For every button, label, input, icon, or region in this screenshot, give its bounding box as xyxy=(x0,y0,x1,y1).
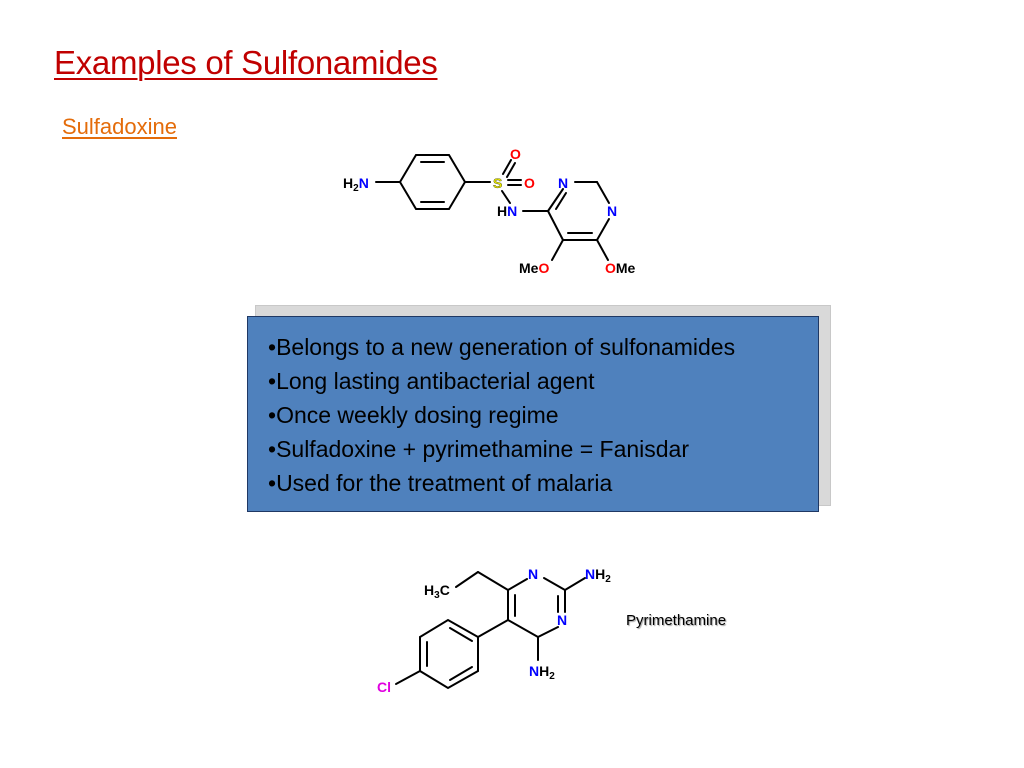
bullet-list: Belongs to a new generation of sulfonami… xyxy=(268,330,818,500)
sulfur-atom: S xyxy=(493,175,502,191)
slide-subtitle: Sulfadoxine xyxy=(62,114,177,139)
pyrimidine-n1: N xyxy=(558,175,568,191)
pyrimidine-n3: N xyxy=(607,203,617,219)
methoxy-right-label: OMe xyxy=(605,260,636,276)
bullet-item: Used for the treatment of malaria xyxy=(268,466,818,500)
bullet-item: Once weekly dosing regime xyxy=(268,398,818,432)
methyl-label: H3C xyxy=(424,582,450,601)
sulfonyl-oxygen-right: O xyxy=(524,175,535,191)
slide-title: Examples of Sulfonamides xyxy=(54,44,438,81)
sulfonyl-oxygen-top: O xyxy=(510,146,521,162)
sulfonamide-nh-label: HN xyxy=(497,203,517,219)
bullet-item: Belongs to a new generation of sulfonami… xyxy=(268,330,818,364)
info-box: Belongs to a new generation of sulfonami… xyxy=(247,316,819,512)
sulfadoxine-amine-label: H2N xyxy=(343,175,369,194)
pyrimethamine-n1: N xyxy=(528,566,538,582)
pyrimethamine-n3: N xyxy=(557,612,567,628)
sulfadoxine-structure: H2N S O O HN N N MeO OMe xyxy=(343,146,636,276)
bullet-item: Long lasting antibacterial agent xyxy=(268,364,818,398)
amino-bottom-label: NH2 xyxy=(529,663,555,682)
amino-top-label: NH2 xyxy=(585,566,611,585)
chlorine-atom: Cl xyxy=(377,679,391,695)
bullet-item: Sulfadoxine + pyrimethamine = Fanisdar xyxy=(268,432,818,466)
pyrimethamine-caption: Pyrimethamine xyxy=(626,612,727,629)
methoxy-left-label: MeO xyxy=(519,260,549,276)
